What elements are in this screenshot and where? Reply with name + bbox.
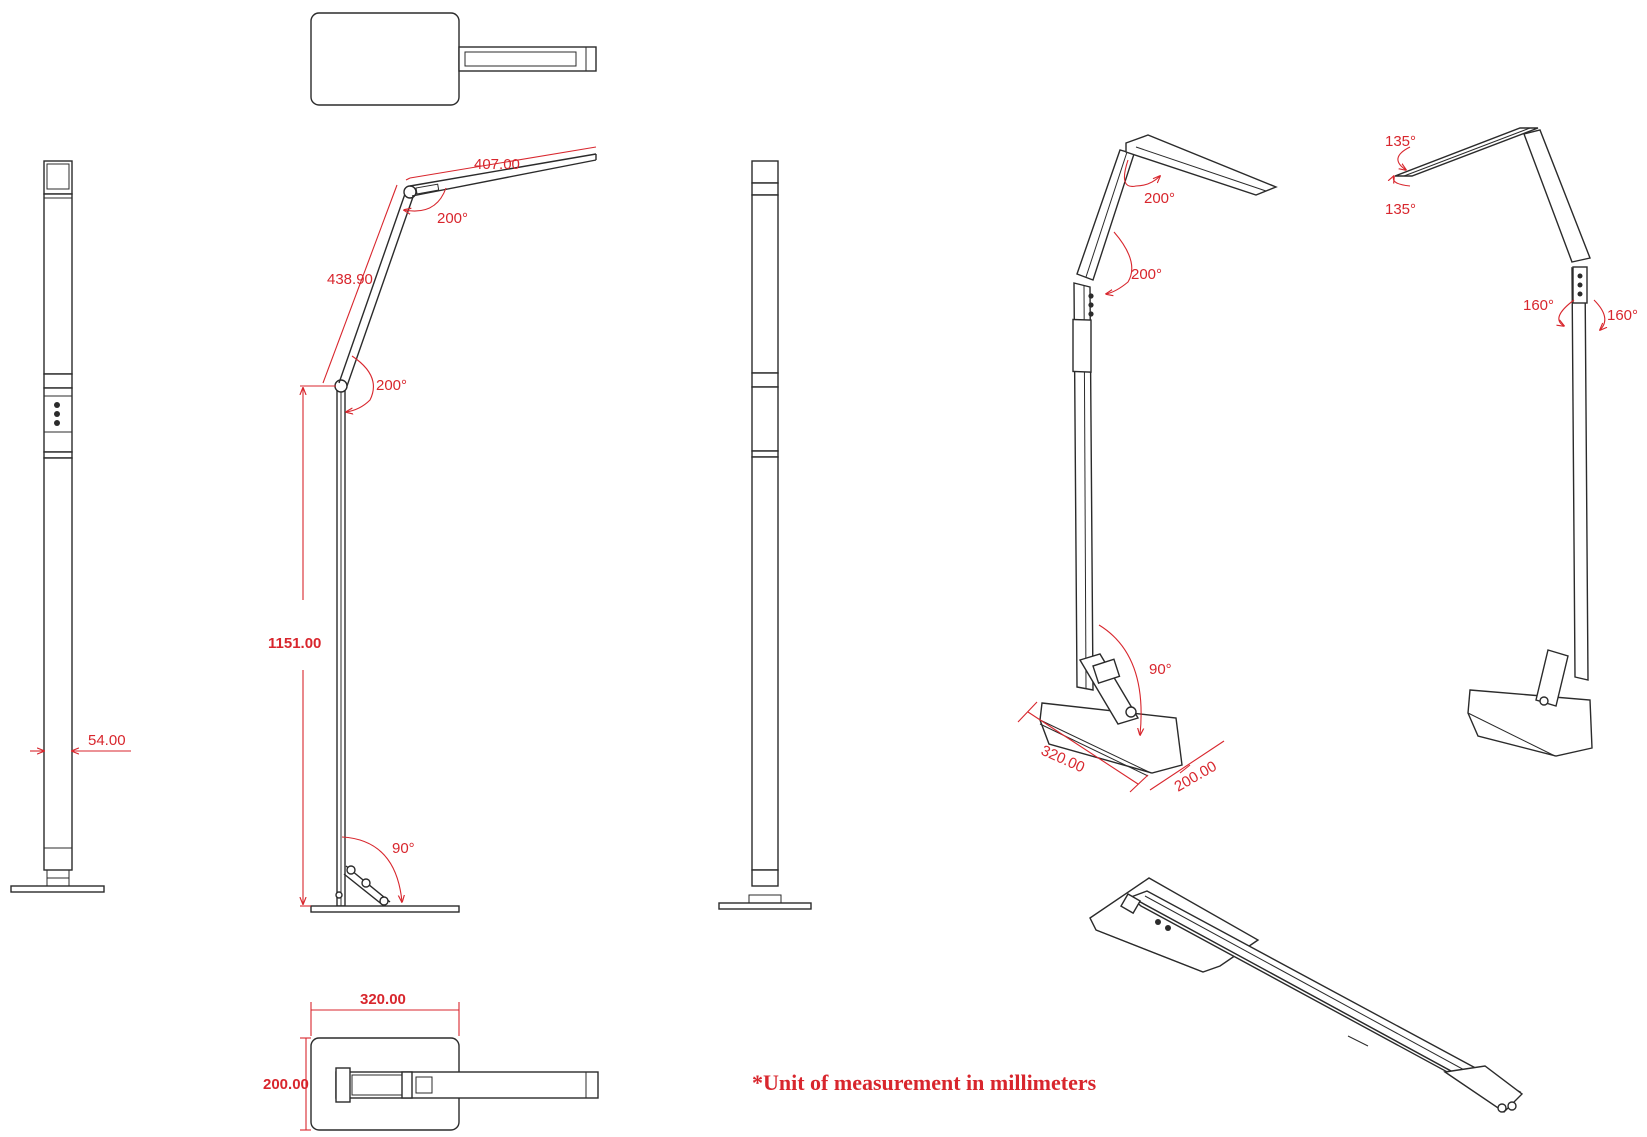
bottom-base-length-label: 320.00: [360, 991, 406, 1008]
units-note: *Unit of measurement in millimeters: [752, 1070, 1097, 1095]
pole-height-label: 1151.00: [268, 635, 321, 652]
control-panel: [43, 395, 73, 433]
bottom-base-width-label: 200.00: [263, 1076, 309, 1093]
elbow-angle-label: 200°: [376, 377, 407, 394]
back-view: [718, 160, 812, 910]
upper-arm-length-label: 438.90: [327, 271, 373, 288]
arm-length-label: 407.00: [474, 156, 520, 173]
rot-head-down-label: 135°: [1385, 201, 1416, 218]
front-view: 54.00: [10, 160, 131, 893]
base-joint-icon: [334, 379, 348, 393]
rot-pole-left-label: 160°: [1523, 297, 1554, 314]
iso-view-front: 320.00 200.00 200° 200° 90°: [1017, 134, 1278, 795]
control-button-icon: [54, 420, 60, 426]
iso-elbow-angle-label: 200°: [1131, 266, 1162, 283]
iso-view-back: 135° 135° 160° 160°: [1385, 127, 1638, 757]
control-button-icon: [54, 411, 60, 417]
top-view: [310, 12, 597, 106]
iso-base-angle-label: 90°: [1149, 661, 1172, 678]
control-button-icon: [54, 402, 60, 408]
bottom-view: 320.00 200.00: [263, 991, 599, 1131]
base-angle-label: 90°: [392, 840, 415, 857]
rot-head-up-label: 135°: [1385, 133, 1416, 150]
pole-width-label: 54.00: [88, 732, 126, 749]
head-angle-label: 200°: [437, 210, 468, 227]
folded-iso-view: [1089, 877, 1524, 1113]
side-view: 407.00 438.90 1151.00 200° 200° 90°: [268, 146, 597, 913]
rot-pole-right-label: 160°: [1607, 307, 1638, 324]
iso-head-angle-label: 200°: [1144, 190, 1175, 207]
